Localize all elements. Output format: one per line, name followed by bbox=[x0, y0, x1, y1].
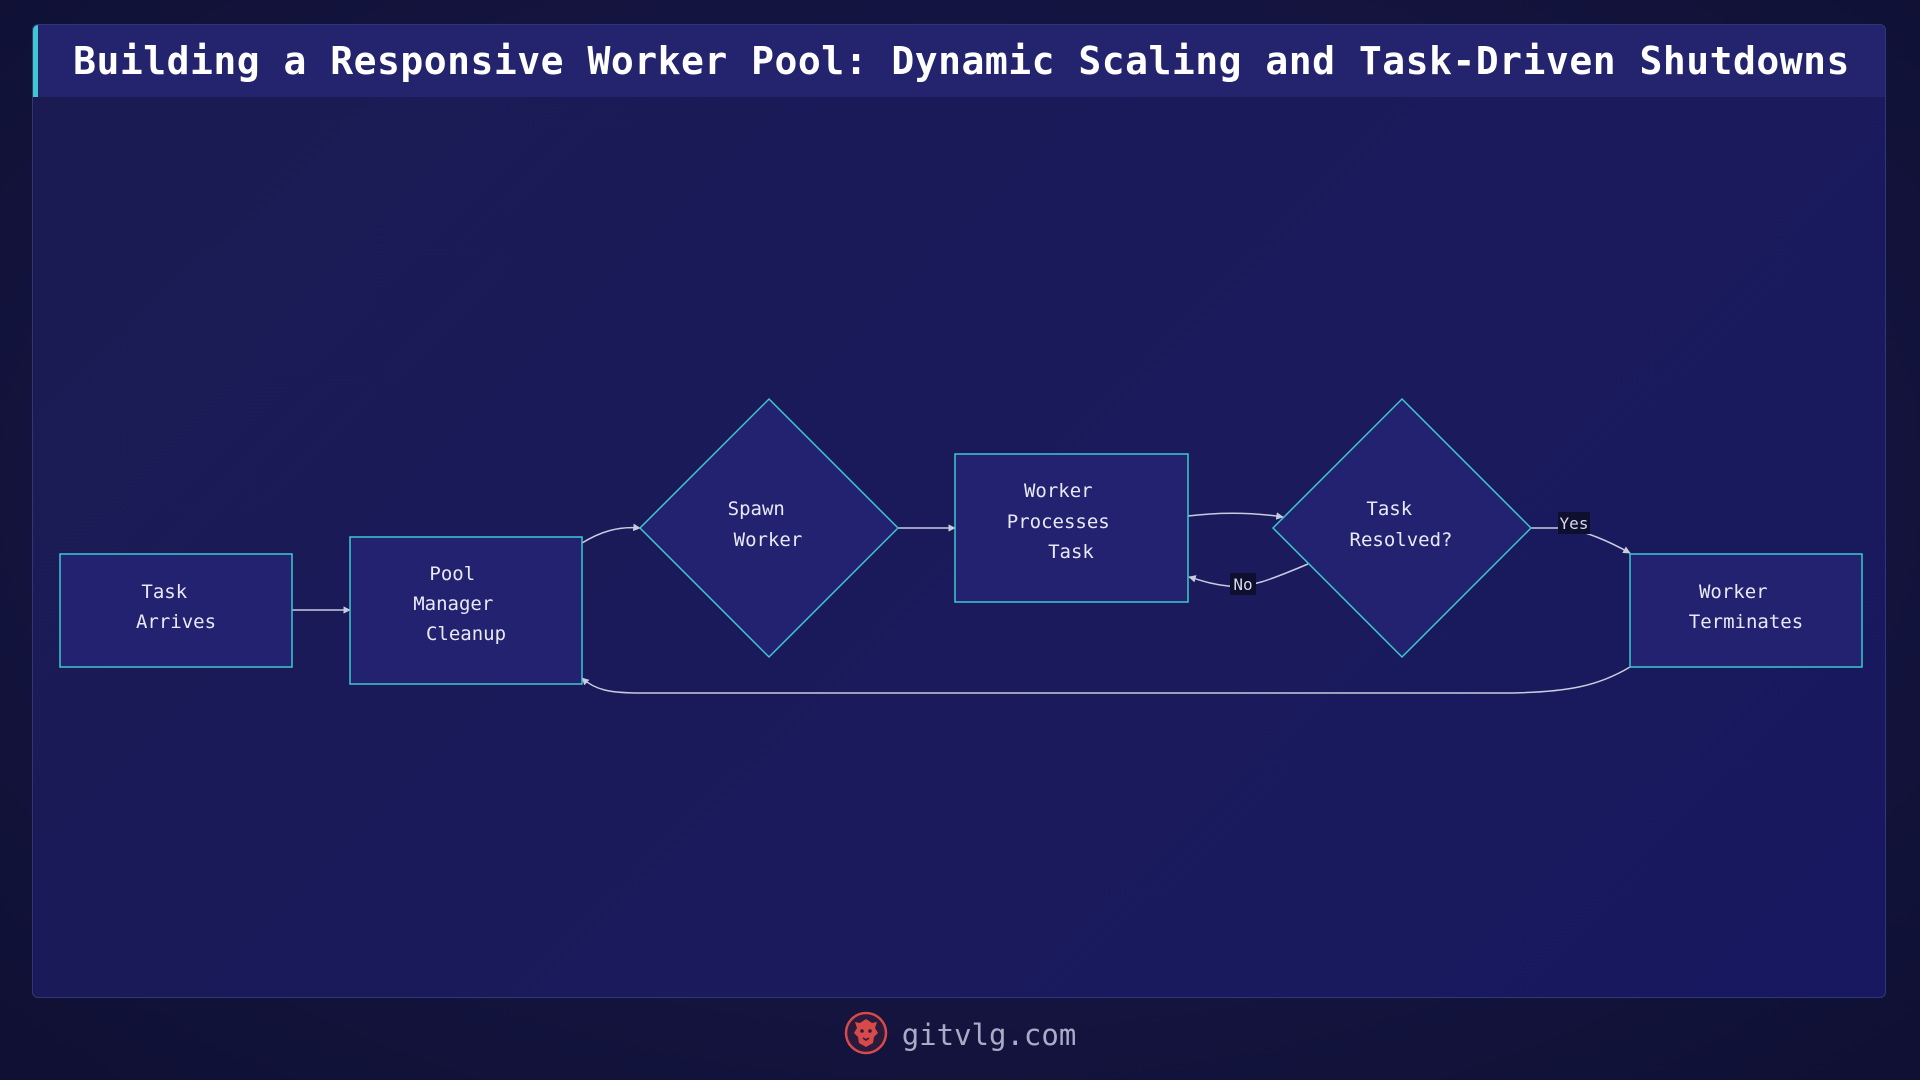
node-spawn-worker bbox=[638, 397, 900, 659]
edge-terminates-to-pool bbox=[581, 666, 1631, 694]
no-label: No bbox=[1233, 575, 1252, 594]
node-worker-terminates bbox=[1629, 553, 1863, 668]
edge-processes-to-resolved bbox=[1187, 512, 1284, 520]
node-pool-manager bbox=[349, 536, 583, 685]
label-worker-processes: Worker Processes Task bbox=[1007, 480, 1121, 563]
label-pool-manager: Pool Manager Cleanup bbox=[413, 563, 506, 645]
yes-label: Yes bbox=[1560, 514, 1589, 533]
footer-site-link[interactable]: gitvlg.com bbox=[901, 1018, 1077, 1052]
label-spawn-worker: Spawn Worker bbox=[728, 498, 803, 551]
title-bar: Building a Responsive Worker Pool: Dynam… bbox=[33, 25, 1885, 97]
edge-pool-to-spawn bbox=[581, 523, 641, 544]
lion-logo-icon bbox=[844, 1011, 888, 1059]
node-task-arrives bbox=[59, 553, 293, 668]
label-worker-terminates: Worker Terminates bbox=[1689, 581, 1803, 633]
edge-label-yes: Yes bbox=[1558, 512, 1590, 534]
label-task-arrives: Task Arrives bbox=[136, 581, 216, 633]
footer: gitvlg.com bbox=[0, 1010, 1920, 1060]
edge-resolved-no-back bbox=[1188, 563, 1309, 588]
edge-label-no: No bbox=[1230, 573, 1256, 595]
label-task-resolved: Task Resolved? bbox=[1350, 498, 1453, 551]
page-title: Building a Responsive Worker Pool: Dynam… bbox=[73, 39, 1850, 83]
node-task-resolved bbox=[1271, 397, 1533, 659]
node-worker-processes bbox=[954, 453, 1189, 603]
diagram-panel: Building a Responsive Worker Pool: Dynam… bbox=[32, 24, 1886, 998]
